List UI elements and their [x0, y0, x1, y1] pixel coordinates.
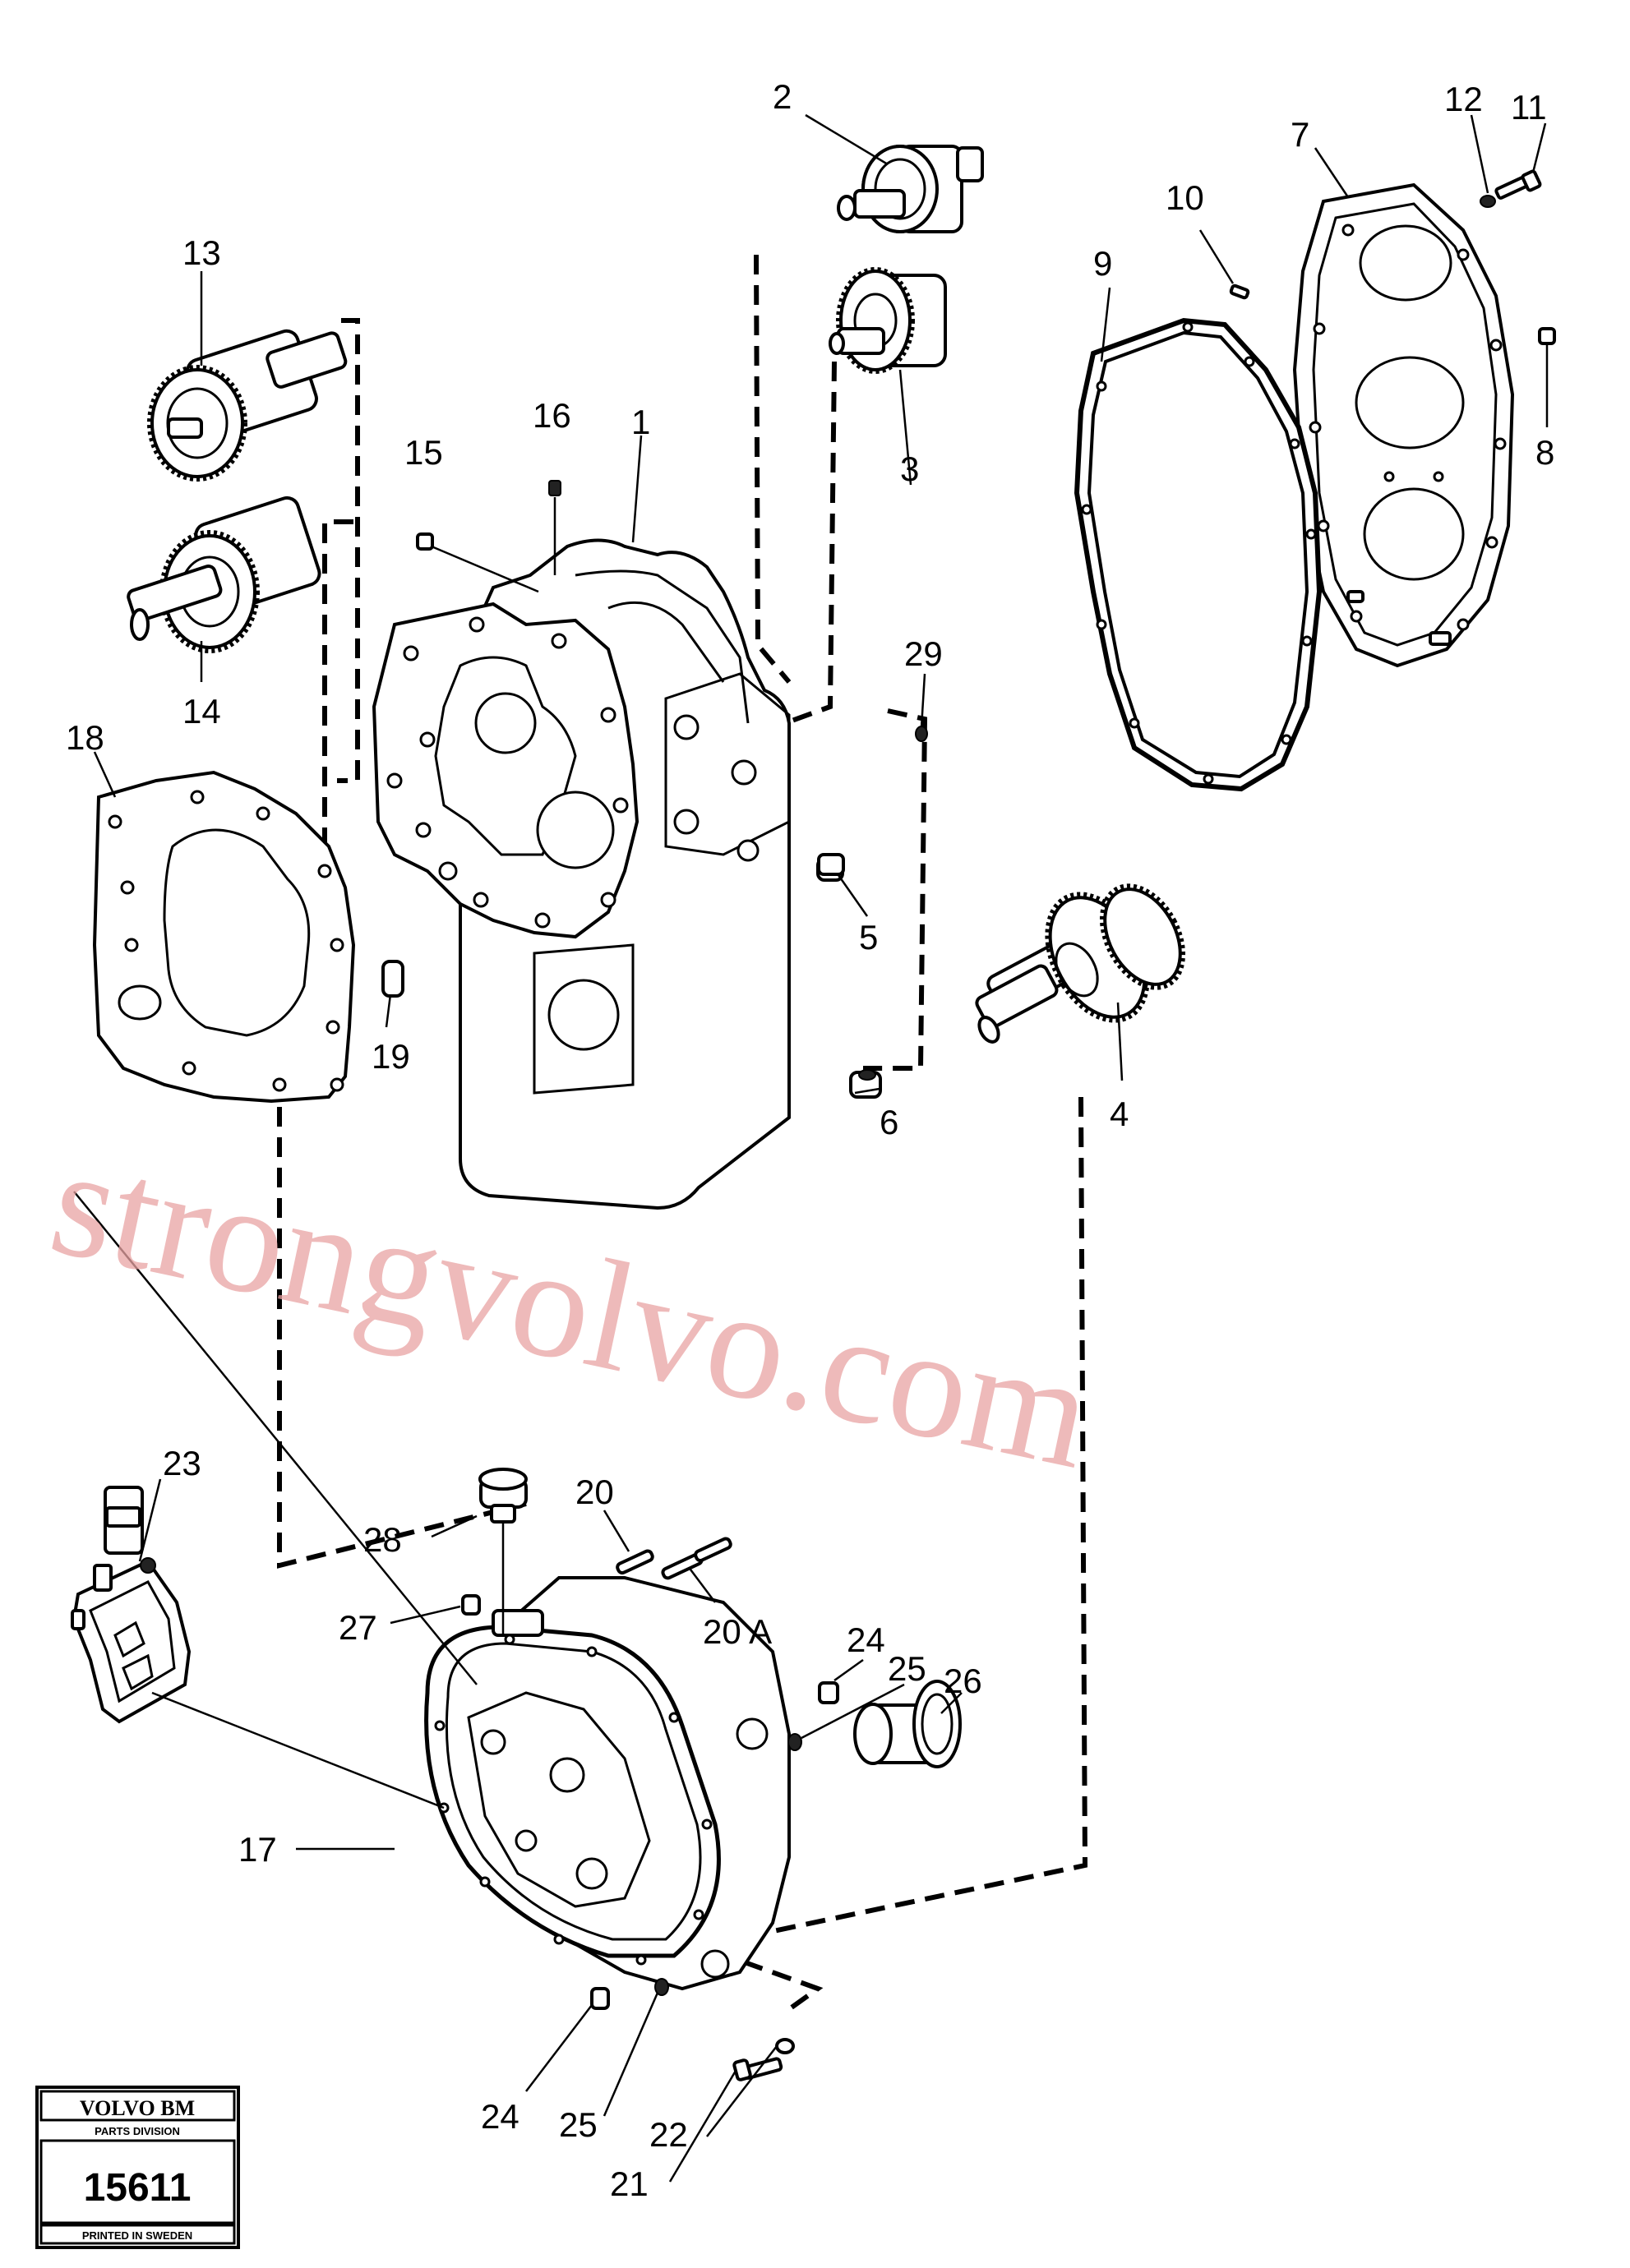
leader-lines	[73, 113, 1547, 2183]
callout-2: 2	[773, 77, 792, 116]
part-25-plug-top	[787, 1733, 802, 1751]
part-16-plug	[548, 480, 561, 575]
part-18-gasket	[92, 770, 356, 1104]
callout-22: 22	[649, 2115, 688, 2154]
volvo-bm-badge: VOLVO BM PARTS DIVISION 15611 PRINTED IN…	[35, 2086, 240, 2249]
part-5-plug	[817, 853, 845, 876]
part-21-bolt	[732, 2057, 783, 2081]
part-10-pin	[1198, 229, 1250, 300]
part-8-plug	[1538, 327, 1556, 427]
badge-number: 15611	[84, 2166, 192, 2210]
part-25-plug-bottom	[654, 1978, 669, 1996]
part-24-plug-bottom	[590, 1987, 610, 2010]
callout-13: 13	[182, 233, 221, 272]
callout-6: 6	[880, 1103, 898, 1141]
badge-printed: PRINTED IN SWEDEN	[82, 2229, 192, 2242]
callout-3: 3	[900, 449, 919, 488]
part-23-valve	[71, 1486, 192, 1724]
callout-23: 23	[163, 1444, 201, 1482]
part-17-housing	[424, 1576, 791, 1991]
callout-11: 11	[1511, 88, 1547, 127]
callout-9: 9	[1093, 244, 1112, 283]
part-13-clutch	[147, 329, 348, 482]
callout-25-top: 25	[888, 1649, 926, 1688]
badge-brand: VOLVO BM	[80, 2096, 195, 2120]
callout-17: 17	[238, 1830, 277, 1869]
callout-28: 28	[363, 1520, 402, 1559]
part-28-cap	[478, 1468, 528, 1635]
part-27-plug	[461, 1594, 481, 1616]
callout-27: 27	[339, 1608, 377, 1647]
callout-12: 12	[1444, 80, 1483, 118]
callout-20a: 20 A	[703, 1612, 772, 1651]
part-2-clutch-gear	[837, 145, 984, 233]
callout-10: 10	[1166, 178, 1204, 217]
part-4-shaft-gears	[975, 883, 1186, 1044]
callout-25-bottom: 25	[559, 2105, 598, 2144]
part-22-washer	[775, 2038, 795, 2054]
callout-20: 20	[575, 1473, 614, 1511]
part-19-pin	[381, 960, 404, 998]
callout-4: 4	[1110, 1095, 1129, 1133]
callout-7: 7	[1291, 115, 1309, 154]
part-26-seal-flange	[853, 1680, 962, 1768]
part-9-gasket	[1074, 317, 1323, 792]
part-11-screw	[1494, 169, 1542, 200]
part-20a-stud	[661, 1537, 732, 1580]
assembly-lines	[277, 254, 1088, 2012]
callout-21: 21	[610, 2164, 649, 2203]
callout-14: 14	[182, 692, 221, 731]
callout-5: 5	[859, 918, 878, 957]
callout-24-top: 24	[847, 1620, 885, 1659]
part-3-gear	[829, 267, 947, 374]
callout-29: 29	[904, 634, 943, 673]
callout-1: 1	[631, 403, 650, 441]
callout-18: 18	[66, 718, 104, 757]
part-7-cover-plate	[1292, 182, 1515, 668]
callout-16: 16	[533, 396, 571, 435]
callout-15: 15	[404, 433, 443, 472]
part-12-washer	[1480, 195, 1496, 208]
badge-division: PARTS DIVISION	[95, 2125, 180, 2137]
callout-19: 19	[372, 1037, 410, 1076]
part-29-plug	[915, 726, 928, 742]
callout-26: 26	[944, 1662, 982, 1700]
callout-8: 8	[1535, 433, 1554, 472]
callouts: 1 2 3 4 5 6 7 8 9 10 11 12 13 14 15 16 1…	[66, 77, 1554, 2203]
part-1-transmission-case	[372, 538, 882, 1210]
part-24-plug-top	[818, 1681, 839, 1704]
part-20-stud	[616, 1549, 654, 1575]
part-14-clutch	[127, 496, 321, 653]
part-15-plug	[416, 532, 539, 593]
callout-24-bottom: 24	[481, 2097, 519, 2136]
